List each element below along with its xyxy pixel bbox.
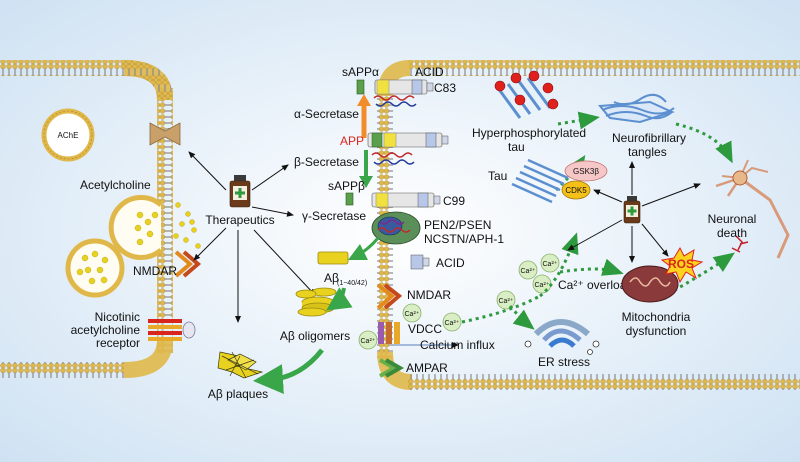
tangles-label-line2: tangles bbox=[628, 145, 667, 159]
gsk3b-icon bbox=[564, 160, 608, 182]
nicotinic-label-line3: receptor bbox=[96, 336, 140, 350]
app-protein-icon bbox=[367, 132, 449, 148]
nicotinic-label-line1: Nicotinic bbox=[95, 310, 140, 324]
cdk5-icon bbox=[561, 180, 591, 200]
ca-ion: Ca²⁺ bbox=[532, 274, 552, 294]
calcium-influx-label: Calcium influx bbox=[420, 338, 495, 352]
sappa-fragment-icon bbox=[356, 79, 365, 95]
neuronal-death-label-line1: Neuronal bbox=[708, 212, 757, 226]
nicotinic-label-line2: acetylcholine bbox=[71, 323, 141, 337]
svg-text:Ca²⁺: Ca²⁺ bbox=[521, 268, 536, 275]
acetylcholine-vesicle bbox=[65, 238, 125, 298]
gsk3b-label: GSK3β bbox=[573, 167, 599, 176]
tau-protein-icon bbox=[511, 158, 569, 204]
gamma-cleavage-arrow bbox=[347, 237, 380, 261]
neurofibrillary-tangles-icon bbox=[597, 93, 675, 124]
ca-ion: Ca²⁺ bbox=[496, 290, 516, 310]
acetylcholine-vesicle-fusing bbox=[108, 195, 201, 260]
ncstn-label: NCSTN/APH-1 bbox=[424, 232, 504, 246]
er-stress-icon bbox=[524, 319, 600, 355]
mitochondria-label-line1: Mitochondria bbox=[622, 310, 691, 324]
gamma-secretase-label: γ-Secretase bbox=[302, 209, 366, 223]
er-stress-label: ER stress bbox=[538, 355, 590, 369]
svg-text:Ca²⁺: Ca²⁺ bbox=[499, 298, 514, 305]
hyperphosphorylated-label-line2: tau bbox=[508, 140, 525, 154]
therapeutics-right-arrows bbox=[567, 161, 701, 263]
ca-ion: Ca²⁺ bbox=[540, 253, 560, 273]
ca-ion: Ca²⁺ bbox=[442, 312, 462, 332]
ache-label: AChE bbox=[58, 131, 79, 140]
therapeutics-arrows bbox=[188, 151, 316, 323]
tangles-label-line1: Neurofibrillary bbox=[612, 131, 686, 145]
ampar-icon bbox=[379, 358, 405, 378]
abeta-plaques-label: Aβ plaques bbox=[208, 387, 268, 401]
svg-text:Ca²⁺: Ca²⁺ bbox=[361, 338, 376, 345]
acetylcholine-label: Acetylcholine bbox=[80, 178, 151, 192]
ca-ion: Ca²⁺ bbox=[358, 330, 378, 350]
ca-ion: Ca²⁺ bbox=[402, 303, 422, 323]
hyperphosphorylated-label-line1: Hyperphosphorylated bbox=[472, 126, 586, 140]
ampar-label: AMPAR bbox=[406, 361, 448, 375]
sappb-fragment-icon bbox=[345, 192, 354, 206]
alpha-secretase-label: α-Secretase bbox=[294, 107, 359, 121]
svg-text:Ca²⁺: Ca²⁺ bbox=[535, 282, 550, 289]
ros-burst-icon bbox=[660, 246, 704, 284]
hyperphosphorylated-tau-icon bbox=[494, 70, 559, 119]
cdk5-label: CDK5 bbox=[565, 186, 587, 195]
therapeutics-bottle-icon bbox=[229, 175, 251, 208]
sappb-label: sAPPβ bbox=[328, 179, 365, 193]
gamma-secretase-complex-icon bbox=[371, 211, 421, 245]
therapeutics-bottle-icon-2 bbox=[623, 196, 641, 224]
aicd-fragment-icon bbox=[410, 254, 430, 270]
ache-vesicle: AChE bbox=[41, 108, 95, 162]
nicotinic-receptor-icon bbox=[148, 319, 196, 341]
abeta-monomer-icon bbox=[317, 251, 349, 265]
app-label: APP bbox=[340, 134, 364, 148]
beta-secretase-label: β-Secretase bbox=[294, 155, 359, 169]
abeta-oligomers-label: Aβ oligomers bbox=[280, 329, 350, 343]
vdcc-icon bbox=[378, 322, 400, 344]
ca-ion: Ca²⁺ bbox=[518, 260, 538, 280]
c99-fragment-icon bbox=[371, 192, 441, 208]
vdcc-label: VDCC bbox=[408, 322, 442, 336]
mitochondria-label-line2: dysfunction bbox=[626, 324, 687, 338]
nmdar-left-label: NMDAR bbox=[133, 264, 177, 278]
acetylcholinesterase-icon bbox=[149, 122, 181, 146]
c83-fragment-icon bbox=[374, 79, 434, 95]
ros-label: ROS bbox=[668, 257, 694, 271]
alpha-secretase-protein bbox=[373, 95, 415, 101]
neuronal-death-label-line2: death bbox=[717, 226, 747, 240]
nmdar-right-icon bbox=[376, 283, 403, 310]
beta-secretase-protein bbox=[371, 152, 413, 158]
ca-overload-label: Ca²⁺ overload bbox=[558, 278, 633, 292]
oligomer-to-plaque-arrow bbox=[253, 348, 324, 395]
c83-label: C83 bbox=[434, 81, 456, 95]
svg-text:Ca²⁺: Ca²⁺ bbox=[543, 261, 558, 268]
sappa-label: sAPPα bbox=[342, 65, 379, 79]
mitochondria-icon bbox=[621, 265, 679, 303]
tau-label: Tau bbox=[488, 169, 507, 183]
neuron-icon bbox=[715, 159, 790, 259]
nmdar-left-icon bbox=[174, 250, 202, 278]
pen2-label: PEN2/PSEN bbox=[424, 218, 491, 232]
acid-bottom-label: ACID bbox=[436, 256, 465, 270]
abeta-plaques-icon bbox=[217, 351, 264, 379]
svg-text:Ca²⁺: Ca²⁺ bbox=[405, 311, 420, 318]
svg-text:Ca²⁺: Ca²⁺ bbox=[445, 320, 460, 327]
abeta-monomer-subscript: (1−40/42) bbox=[337, 280, 367, 287]
monomer-to-oligomer-arrow bbox=[326, 287, 353, 311]
c99-label: C99 bbox=[443, 194, 465, 208]
therapeutics-label: Therapeutics bbox=[205, 213, 274, 227]
abeta-monomer-label: Aβ bbox=[324, 271, 339, 285]
nmdar-right-label: NMDAR bbox=[407, 288, 451, 302]
acid-top-label: ACID bbox=[415, 65, 444, 79]
calcium-ions: Ca²⁺ Ca²⁺ Ca²⁺ Ca²⁺ Ca²⁺ Ca²⁺ Ca²⁺ bbox=[358, 253, 560, 350]
